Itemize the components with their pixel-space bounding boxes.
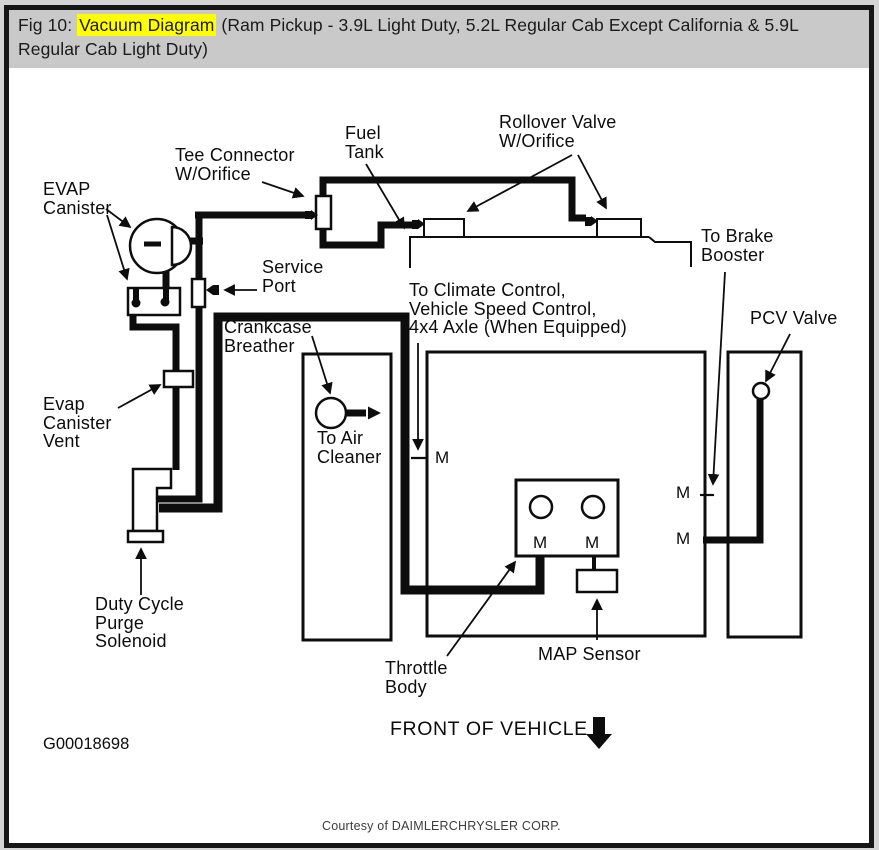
left-rollover-fitting-glyph [412, 219, 425, 229]
evap-canister-vent-label: Evap Canister Vent [43, 394, 112, 451]
throttle-body-label: Throttle Body [385, 658, 448, 697]
fuel-tank-label: Fuel Tank [345, 123, 384, 162]
port-m-brake-booster: M [676, 483, 691, 502]
service-port-body [190, 277, 207, 309]
right-rollover-fitting-glyph [585, 216, 598, 226]
tee-connector-arrow [261, 181, 305, 199]
to-air-cleaner-label: To Air Cleaner [317, 428, 382, 467]
evap-vent-body [162, 369, 195, 389]
pcv-valve-arrow [765, 333, 791, 383]
throttle-body-box [514, 478, 620, 558]
crankcase-breather-label: Crankcase Breather [224, 317, 312, 356]
duty-cycle-purge-solenoid-label: Duty Cycle Purge Solenoid [95, 594, 185, 651]
crankcase-breather-circle [314, 396, 348, 430]
crankcase-breather-box [301, 352, 393, 642]
port-m-pcv: M [676, 529, 691, 548]
evap-canister-label: EVAP Canister [43, 179, 112, 218]
port-m-climate: M [435, 448, 450, 467]
pcv-box [726, 350, 803, 639]
port-m-throttle-left: M [533, 533, 548, 552]
purge-solenoid-base [126, 529, 165, 544]
rollover-valve-right [596, 218, 642, 238]
throttle-body-port-left [528, 494, 554, 520]
evap-canister-arrow-1 [105, 208, 132, 229]
vacuum-line-pcv [703, 397, 764, 544]
service-port-label: Service Port [262, 257, 324, 296]
rollover-valve-arrow-left [466, 154, 573, 212]
graphic-id-label: G00018698 [43, 735, 130, 753]
map-sensor-label: MAP Sensor [538, 644, 641, 664]
tee-fitting-glyph [305, 210, 318, 220]
rollover-valve-left [423, 218, 465, 238]
vacuum-line-tee-to-right-rollover [319, 176, 586, 222]
courtesy-line: Courtesy of DAIMLERCHRYSLER CORP. [322, 819, 561, 833]
evap-canister-fitting [170, 225, 193, 267]
caption-rest: (Ram Pickup - 3.9L Light Duty, 5.2L Regu… [18, 15, 799, 59]
service-port-fitting-glyph [206, 285, 219, 295]
evap-canister-port-dot-right [160, 297, 170, 307]
throttle-body-arrow [446, 560, 517, 657]
vacuum-line-purge-to-throttle [159, 312, 545, 595]
pcv-valve-label: PCV Valve [750, 308, 838, 328]
evap-vent-arrow [117, 384, 162, 409]
brake-booster-arrow [707, 271, 726, 486]
throttle-body-port-right [580, 494, 606, 520]
pcv-valve-circle [751, 381, 771, 401]
evap-canister-port-dot-left [131, 298, 141, 308]
caption-prefix: Fig 10: [18, 15, 78, 35]
rollover-valve-arrow-right [577, 154, 607, 210]
vacuum-line-canister-to-vent [129, 314, 180, 470]
port-m-throttle-right: M [585, 533, 600, 552]
front-of-vehicle-arrow-icon [586, 717, 612, 749]
crankcase-breather-arrow [311, 335, 333, 395]
tee-connector-label: Tee Connector W/Orifice [175, 145, 295, 184]
to-climate-control-label: To Climate Control, Vehicle Speed Contro… [409, 280, 627, 337]
figure-caption: Fig 10: Vacuum Diagram (Ram Pickup - 3.9… [9, 10, 869, 68]
map-sensor-body [575, 568, 619, 594]
rollover-valve-label: Rollover Valve W/Orifice [499, 112, 617, 151]
evap-canister-arrow-2 [106, 214, 130, 281]
tee-connector-body [314, 194, 333, 231]
fuel-tank-outline [409, 236, 692, 268]
caption-highlighted-text: Vacuum Diagram [77, 14, 217, 36]
fuel-tank-arrow [365, 163, 405, 230]
front-of-vehicle-label: FRONT OF VEHICLE [390, 718, 588, 740]
to-brake-booster-label: To Brake Booster [701, 226, 774, 265]
vacuum-line-tee-to-left-rollover [319, 221, 412, 249]
